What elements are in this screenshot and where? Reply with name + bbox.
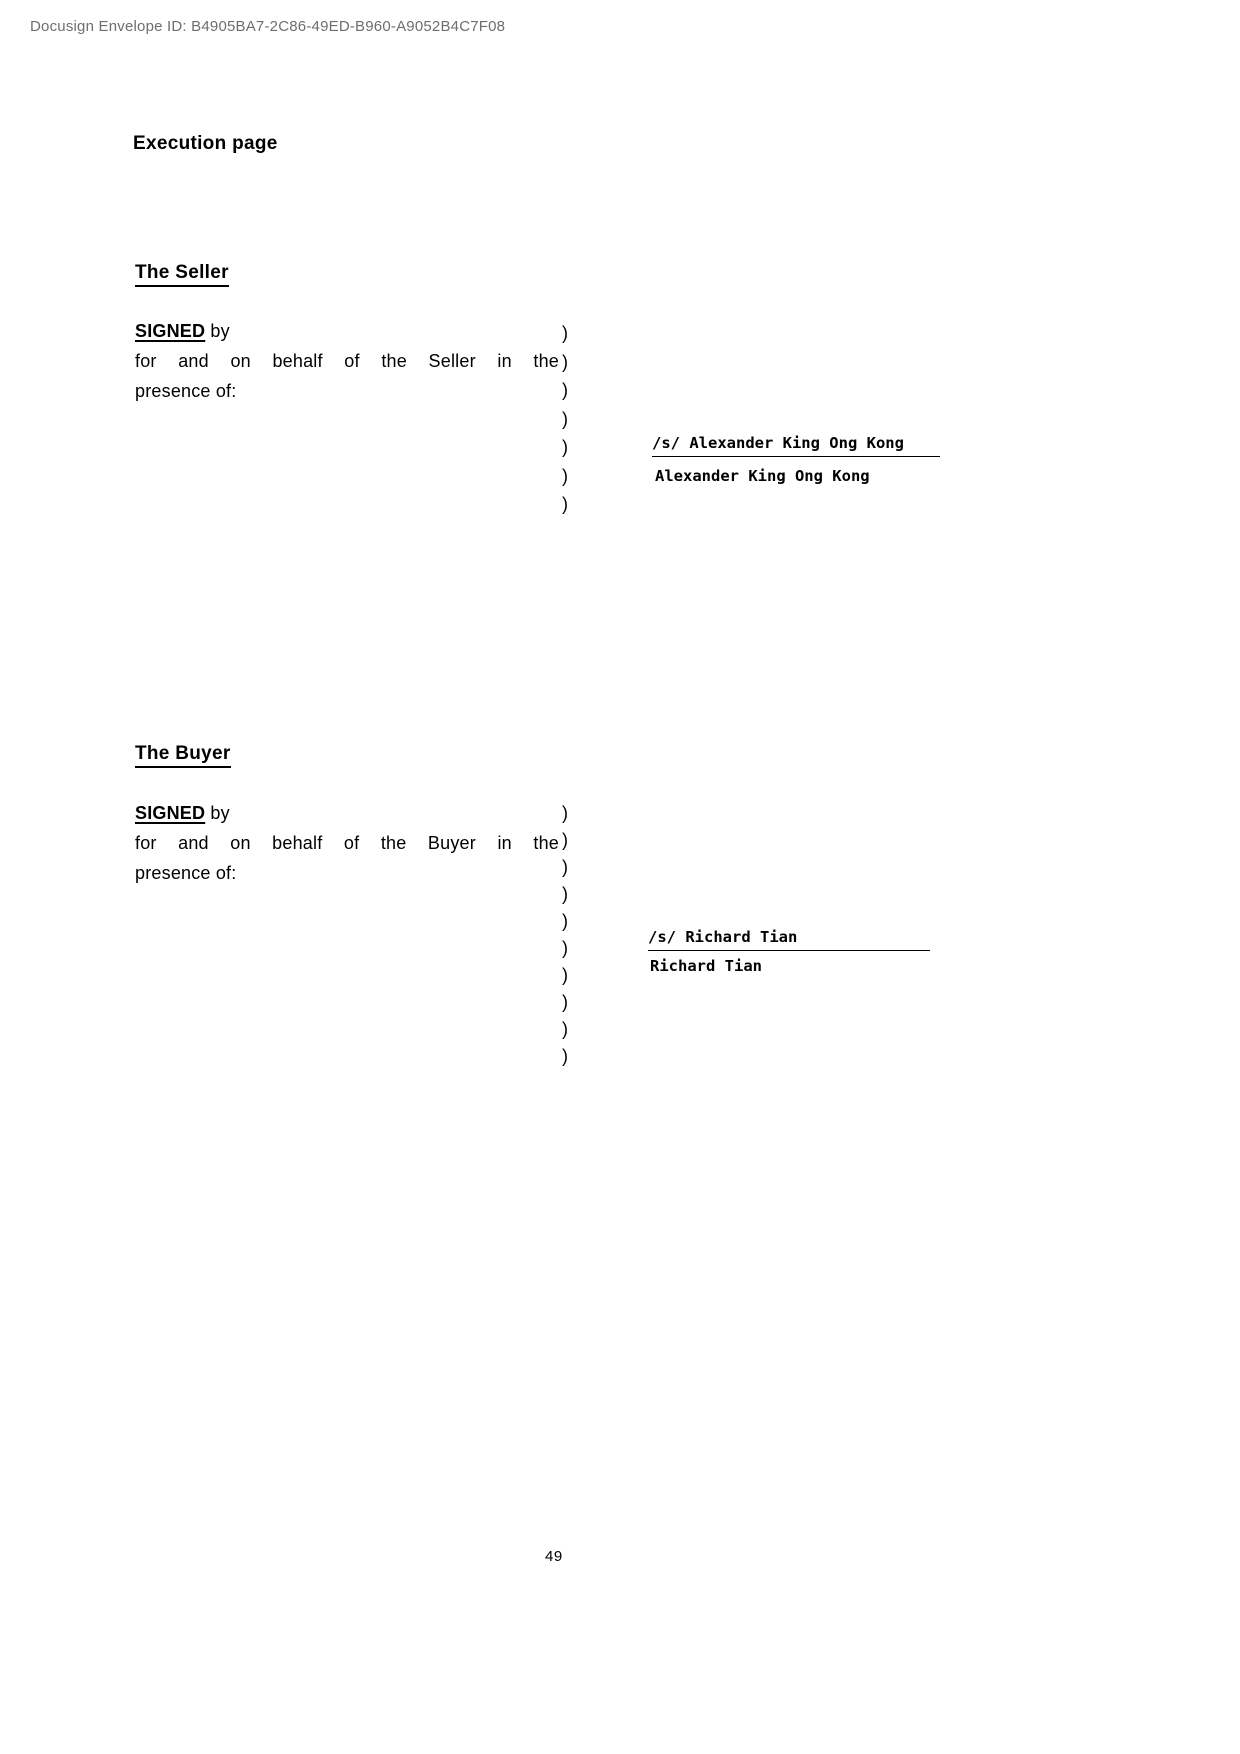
- seller-presence-line: presence of:: [135, 381, 237, 401]
- seller-signed-word: SIGNED: [135, 321, 206, 341]
- seller-signed-by-line: SIGNED by: [135, 316, 559, 346]
- buyer-bracket-column: ) ) ) ) ) ) ) ) ) ): [562, 803, 568, 1066]
- seller-section-heading: The Seller: [135, 262, 229, 287]
- seller-signing-clause: SIGNED by for and on behalf of the Selle…: [135, 316, 559, 406]
- buyer-presence-line: presence of:: [135, 863, 237, 883]
- seller-behalf-line: for and on behalf of the Seller in the: [135, 351, 559, 371]
- seller-heading-text: The Seller: [135, 262, 229, 287]
- seller-signature-line: /s/ Alexander King Ong Kong: [652, 434, 940, 457]
- buyer-behalf-line: for and on behalf of the Buyer in the: [135, 833, 559, 853]
- buyer-signatory-name: Richard Tian: [650, 957, 762, 975]
- buyer-signature-line: /s/ Richard Tian: [648, 928, 930, 951]
- docusign-envelope-id: Docusign Envelope ID: B4905BA7-2C86-49ED…: [30, 18, 506, 35]
- seller-bracket-column: ) ) ) ) ) ) ): [562, 323, 568, 514]
- page-number: 49: [545, 1548, 563, 1565]
- seller-signatory-name: Alexander King Ong Kong: [655, 467, 870, 485]
- seller-signed-suffix: by: [205, 321, 230, 341]
- page-title: Execution page: [133, 133, 278, 154]
- buyer-signed-by-line: SIGNED by: [135, 798, 559, 828]
- buyer-heading-text: The Buyer: [135, 743, 231, 768]
- buyer-section-heading: The Buyer: [135, 743, 231, 768]
- buyer-signing-clause: SIGNED by for and on behalf of the Buyer…: [135, 798, 559, 888]
- buyer-signed-word: SIGNED: [135, 803, 206, 823]
- buyer-signed-suffix: by: [205, 803, 230, 823]
